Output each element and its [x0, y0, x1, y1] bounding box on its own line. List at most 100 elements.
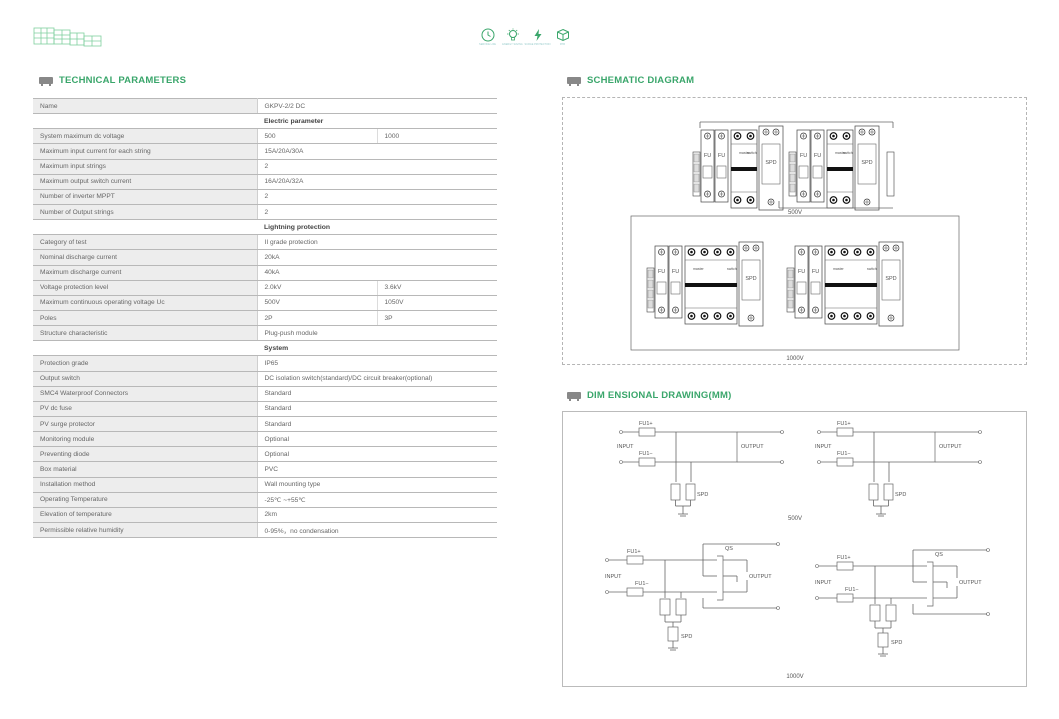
- param-value-cell: 500V: [257, 295, 378, 311]
- spd-label: SPD: [681, 634, 692, 640]
- spd-label: SPD: [745, 276, 756, 282]
- param-name-cell: Nominal discharge current: [33, 249, 258, 266]
- output-label: OUTPUT: [741, 444, 764, 450]
- param-value-cell: Standard: [257, 386, 497, 402]
- param-value-cell: II grade protection: [257, 234, 497, 251]
- param-value-cell: PVC: [257, 461, 497, 478]
- qs-label: QS: [725, 546, 733, 552]
- param-value-cell: -25℃ ~+55℃: [257, 492, 497, 508]
- param-name-cell: Elevation of temperature: [33, 507, 258, 523]
- fuse-label: FU: [814, 153, 821, 159]
- section-title: DIM ENSIONAL DRAWING(MM): [587, 390, 732, 401]
- param-value-cell: 40kA: [257, 265, 497, 281]
- fuse-label: FU1+: [639, 421, 653, 427]
- spd-element-icon: [885, 604, 897, 622]
- param-name-cell: Protection grade: [33, 355, 258, 372]
- spd-label: SPD: [697, 492, 708, 498]
- spd-element-icon: [675, 598, 687, 616]
- fuse-label: FU: [800, 153, 807, 159]
- param-name-cell: Number of Output strings: [33, 204, 258, 221]
- lightbulb-icon: ENERGY SAVING: [502, 28, 523, 46]
- spd-label: SPD: [891, 640, 902, 646]
- param-value-cell: 16A/20A/32A: [257, 174, 497, 190]
- clock-icon: SERVICE LIFE: [479, 28, 496, 46]
- technical-parameters-header: TECHNICAL PARAMETERS: [39, 75, 186, 86]
- dimensional-drawing-header: DIM ENSIONAL DRAWING(MM): [567, 390, 731, 401]
- spd-element-icon: [670, 483, 681, 501]
- switch-handle: [827, 167, 853, 171]
- spd-element-icon: [685, 483, 696, 501]
- param-value-cell: 2: [257, 189, 497, 205]
- param-name-cell: SMC4 Waterproof Connectors: [33, 386, 258, 402]
- output-label: OUTPUT: [939, 444, 962, 450]
- param-value-cell: 20kA: [257, 249, 497, 266]
- fuse-icon: [626, 555, 644, 565]
- voltage-caption: 1000V: [786, 356, 803, 362]
- param-name-cell: Permissible relative humidity: [33, 522, 258, 539]
- table-section-row: System: [33, 340, 497, 357]
- fuse-icon: [638, 427, 656, 437]
- spd-label: SPD: [765, 160, 776, 166]
- input-label: INPUT: [617, 444, 634, 450]
- param-value-cell: 0-95%，no condensation: [257, 522, 497, 539]
- spd-element-icon: [667, 626, 679, 642]
- param-value-cell: 2km: [257, 507, 497, 523]
- param-value-cell: IP65: [257, 355, 497, 372]
- switch-handle: [685, 283, 737, 287]
- param-value-cell: 15A/20A/30A: [257, 143, 497, 160]
- param-value-cell: 3P: [377, 310, 497, 327]
- param-name-cell: PV surge protector: [33, 416, 258, 433]
- switch-label: master: [693, 267, 705, 271]
- fuse-icon: [836, 593, 854, 603]
- param-value-cell: Wall mounting type: [257, 477, 497, 493]
- fuse-label: FU1+: [627, 549, 641, 555]
- spd-element-icon: [659, 598, 671, 616]
- param-value-cell: 2: [257, 159, 497, 175]
- spd-element-icon: [883, 483, 894, 501]
- fuse-label: FU1+: [837, 555, 851, 561]
- section-title-cell: Electric parameter: [257, 113, 497, 130]
- param-name-cell: Name: [33, 97, 258, 115]
- input-label: INPUT: [605, 574, 622, 580]
- fuse-label: FU1−: [837, 451, 851, 457]
- fuse-icon: [626, 587, 644, 597]
- feature-caption: SERVICE LIFE: [479, 43, 496, 46]
- param-value-cell: DC isolation switch(standard)/DC circuit…: [257, 371, 497, 387]
- switch-label: master: [739, 151, 751, 155]
- lightning-icon: SURGE PROTECTION: [525, 28, 551, 46]
- param-value-cell: 2: [257, 204, 497, 221]
- spd-element-icon: [877, 632, 889, 648]
- param-value-cell: Plug-push module: [257, 325, 497, 342]
- terminal-block: [886, 151, 895, 197]
- feature-caption: SURGE PROTECTION: [524, 43, 551, 46]
- schematic-diagram-header: SCHEMATIC DIAGRAM: [567, 75, 694, 86]
- fuse-label: FU: [798, 269, 805, 275]
- switch-icon: [717, 555, 724, 601]
- param-name-cell: Voltage protection level: [33, 280, 258, 296]
- param-name-cell: Maximum output switch current: [33, 174, 258, 190]
- fuse-icon: [836, 457, 854, 467]
- fuse-label: FU1−: [845, 587, 859, 593]
- switch-label: switch: [843, 151, 853, 155]
- fuse-label: FU: [672, 269, 679, 275]
- param-value-cell: 3.6kV: [377, 280, 497, 296]
- param-name-cell: Operating Temperature: [33, 492, 258, 508]
- section-marker-icon: [39, 77, 53, 86]
- switch-icon: [929, 431, 936, 463]
- wiring-frame: [630, 215, 960, 351]
- param-value-cell: Optional: [257, 431, 497, 448]
- param-value-cell: Optional: [257, 446, 497, 463]
